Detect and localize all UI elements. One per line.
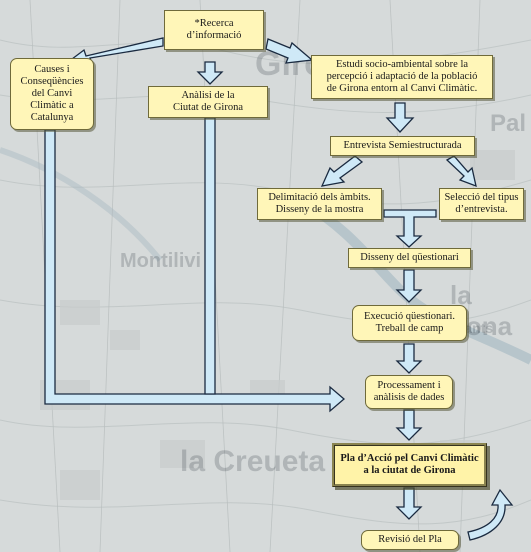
delimitacio-ambits-box: Delimitació dels àmbits. Disseny de la m… <box>257 188 382 220</box>
arrow-analisi-to-processament <box>204 117 216 395</box>
arrow-processament-to-pla <box>395 409 423 441</box>
arrow-execucio-to-processament <box>395 343 423 374</box>
disseny-questionari-box: Disseny del qüestionari <box>348 248 471 268</box>
arrow-disseny-to-execucio <box>395 269 423 303</box>
execucio-questionari-box: Execució qüestionari. Treball de camp <box>352 305 467 341</box>
causes-consequencies-box: Causes i Conseqüències del Canvi Climàti… <box>10 58 94 130</box>
arrow-pla-to-revisio <box>395 487 423 520</box>
entrevista-semiestructurada-box: Entrevista Semiestructurada <box>330 136 475 156</box>
arrow-recerca-to-estudi <box>265 38 314 64</box>
recerca-informacio-box: *Recerca d’informació <box>164 10 264 50</box>
seleccio-tipus-box: Selecció del tipus d’entrevista. <box>439 188 524 220</box>
estudi-socio-ambiental-box: Estudi socio-ambiental sobre la percepci… <box>311 55 493 99</box>
arrow-merge-to-disseny <box>383 209 437 248</box>
arrow-recerca-to-analisi <box>196 61 224 85</box>
pla-accio-box: Pla d’Acció pel Canvi Climàtic a la ciut… <box>332 443 487 487</box>
arrow-revisio-cycle-back <box>467 488 514 541</box>
arrow-entrevista-to-seleccio <box>445 155 477 188</box>
processament-dades-box: Processament i anàlisis de dades <box>365 375 453 409</box>
map-label-montilivi: Montilivi <box>120 250 202 272</box>
arrow-causes-to-processament <box>44 129 345 413</box>
analisi-ciutat-box: Anàlisi de la Ciutat de Girona <box>148 86 268 118</box>
revisio-pla-box: Revisió del Pla <box>361 530 459 550</box>
arrow-entrevista-to-delimitacio <box>320 155 364 187</box>
map-label-pal: Pal <box>490 110 527 137</box>
arrow-estudi-to-entrevista <box>385 102 415 133</box>
map-label-la-creueta: la Creueta <box>180 445 326 478</box>
